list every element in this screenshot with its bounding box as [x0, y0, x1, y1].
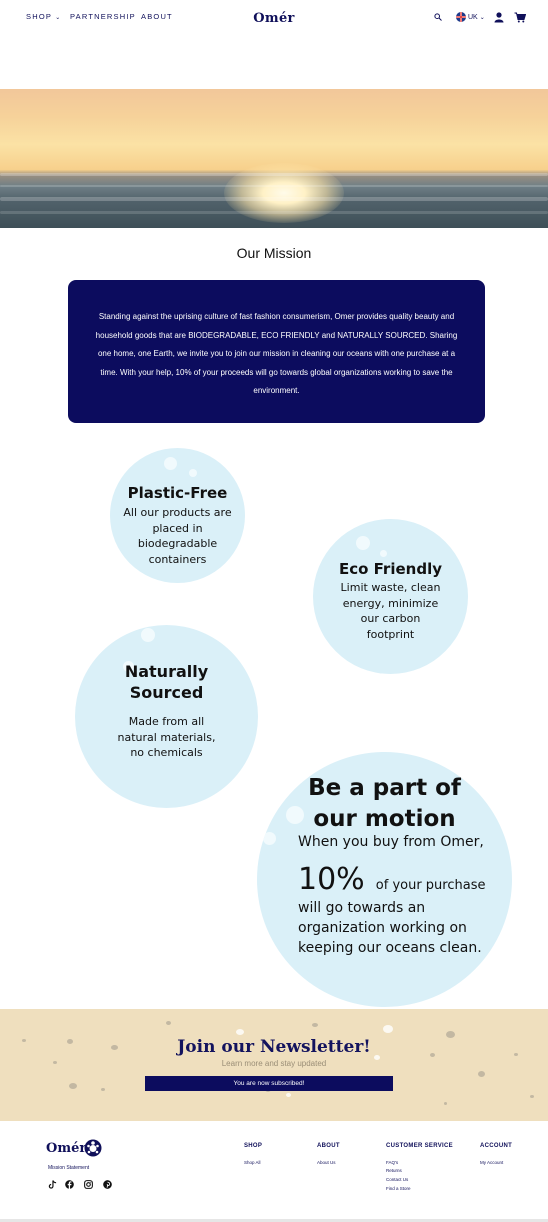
sand-speck [236, 1029, 244, 1035]
footer-bottom-bar [0, 1219, 548, 1222]
search-icon[interactable] [434, 13, 442, 21]
bubble-dot [164, 457, 177, 470]
footer-heading-about: ABOUT [317, 1143, 340, 1149]
mission-box: Standing against the uprising culture of… [68, 280, 485, 423]
footer-heading-shop: SHOP [244, 1143, 263, 1149]
footer-link-find-a-store[interactable]: Find a Store [386, 1186, 411, 1191]
account-icon[interactable] [494, 12, 504, 23]
hero-image [0, 89, 548, 228]
nav-partnership[interactable]: PARTNERSHIP [70, 12, 136, 21]
footer-link-my-account[interactable]: My Account [480, 1160, 504, 1165]
footer-tagline[interactable]: Mission Statement [48, 1165, 90, 1171]
bubble-text: Limit waste, clean energy, minimize our … [340, 581, 441, 641]
subscribed-button[interactable]: You are now subscribed! [145, 1076, 393, 1091]
wave [0, 173, 548, 176]
sand-speck [374, 1055, 380, 1060]
footer-link-shop-all[interactable]: Shop All [244, 1160, 261, 1165]
brand-logo[interactable]: Omér [253, 11, 295, 26]
tiktok-icon[interactable] [48, 1180, 57, 1189]
footer-link-faqs[interactable]: FAQ's [386, 1160, 399, 1165]
sand-speck [430, 1053, 435, 1057]
bubble-dot [263, 832, 276, 845]
mission-text: Standing against the uprising culture of… [95, 312, 458, 395]
bubble-dot [356, 536, 370, 550]
sand-speck [67, 1039, 73, 1044]
facebook-icon[interactable] [65, 1180, 74, 1189]
bubble-title: Plastic-Free [127, 484, 228, 502]
sand-speck [444, 1102, 447, 1105]
cart-icon[interactable] [514, 12, 526, 23]
uk-flag-icon [456, 12, 466, 22]
bubble-motion: Be a part of our motion When you buy fro… [257, 752, 512, 1007]
sand-speck [22, 1039, 26, 1042]
nav-shop[interactable]: SHOP ⌄ [26, 12, 62, 21]
motion-text: will go towards an organization working … [298, 900, 482, 956]
newsletter-section: Join our Newsletter! Learn more and stay… [0, 1009, 548, 1121]
wave [0, 185, 548, 187]
bubble-eco-friendly: Eco Friendly Limit waste, clean energy, … [313, 519, 468, 674]
bubble-dot [141, 628, 155, 642]
sand-speck [111, 1045, 118, 1050]
sand-speck [286, 1093, 291, 1097]
chevron-down-icon: ⌄ [479, 14, 485, 21]
sand-speck [69, 1083, 77, 1089]
footer-link-contact-us[interactable]: Contact Us [386, 1177, 409, 1182]
instagram-icon[interactable] [84, 1180, 93, 1189]
sand-speck [446, 1031, 455, 1038]
motion-title: Be a part of our motion [308, 775, 461, 832]
sand-speck [514, 1053, 518, 1056]
bubble-title: Naturally Sourced [124, 662, 209, 702]
motion-after-percent: of your purchase [375, 878, 486, 893]
footer-logo[interactable]: Omér [46, 1141, 87, 1156]
bubble-dot [286, 806, 304, 824]
footer-heading-account: ACCOUNT [480, 1143, 513, 1149]
pinterest-icon[interactable] [103, 1180, 112, 1189]
motion-intro: When you buy from Omer, [298, 834, 484, 850]
bubble-text: All our products are placed in biodegrad… [123, 506, 232, 566]
turtle-logo-icon [84, 1139, 102, 1157]
footer-link-returns[interactable]: Returns [386, 1168, 402, 1173]
motion-percent-line: 10% of your purchase [298, 862, 485, 897]
sand-speck [312, 1023, 318, 1027]
footer-link-about-us[interactable]: About Us [317, 1160, 336, 1165]
bubble-title: Eco Friendly [338, 560, 442, 578]
footer-heading-customer-service: CUSTOMER SERVICE [386, 1143, 453, 1149]
sand-speck [478, 1071, 485, 1077]
sand-speck [383, 1025, 393, 1033]
chevron-down-icon: ⌄ [55, 15, 62, 21]
sand-speck [53, 1061, 57, 1064]
bubble-dot [380, 550, 387, 557]
region-selector[interactable]: UK ⌄ [456, 12, 485, 22]
bubble-dot [123, 661, 134, 672]
newsletter-title: Join our Newsletter! [177, 1037, 371, 1057]
sand-speck [101, 1088, 105, 1091]
bubble-plastic-free: Plastic-Free All our products are placed… [110, 448, 245, 583]
sand-speck [166, 1021, 171, 1025]
bubble-text: Made from all natural materials, no chem… [117, 715, 216, 759]
sand-speck [530, 1095, 534, 1098]
region-label: UK [468, 13, 478, 21]
sun [224, 163, 344, 223]
mission-title: Our Mission [236, 245, 312, 261]
wave [0, 197, 548, 201]
motion-percent: 10% [298, 862, 365, 897]
newsletter-subtitle: Learn more and stay updated [221, 1059, 327, 1068]
wave [0, 211, 548, 214]
bubble-naturally-sourced: Naturally Sourced Made from all natural … [75, 625, 258, 808]
bubble-dot [189, 469, 197, 477]
nav-about[interactable]: ABOUT [141, 12, 173, 21]
